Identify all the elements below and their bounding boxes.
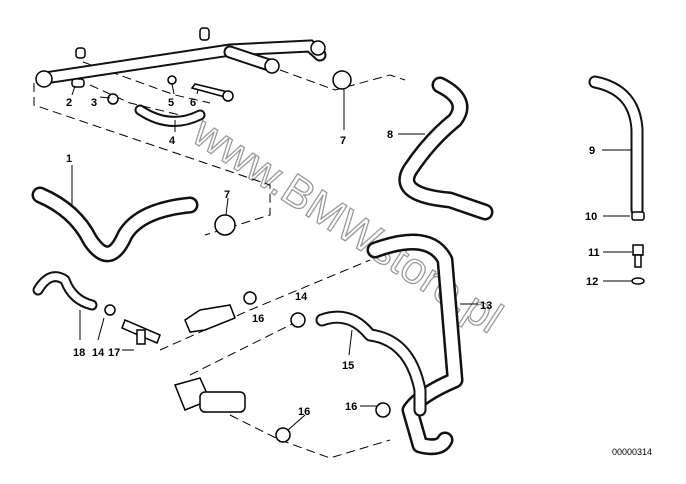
callout-6: 6 xyxy=(190,97,196,109)
part-2-coolant-pipe xyxy=(35,27,327,88)
callout-3: 3 xyxy=(91,97,97,109)
callout-16: 16 xyxy=(298,406,310,418)
part-17-t-piece xyxy=(104,304,161,345)
part-9-hose xyxy=(588,75,644,217)
callout-15: 15 xyxy=(342,360,354,372)
fittings-10-12 xyxy=(631,211,645,285)
callout-5: 5 xyxy=(168,97,174,109)
leader-lines xyxy=(71,83,632,431)
callout-14: 14 xyxy=(295,291,308,303)
callout-9: 9 xyxy=(589,145,595,157)
part-4-hose xyxy=(134,104,206,127)
callout-1: 1 xyxy=(66,153,72,165)
callout-14: 14 xyxy=(92,347,105,359)
callout-13: 13 xyxy=(480,300,492,312)
callout-11: 11 xyxy=(588,247,600,259)
callout-labels: 1 2 3 4 5 6 7 7 8 9 10 11 12 13 14 14 15… xyxy=(66,97,600,418)
callout-10: 10 xyxy=(585,211,597,223)
callout-17: 17 xyxy=(108,347,120,359)
callout-7: 7 xyxy=(340,135,346,147)
part-13-hose xyxy=(366,233,464,456)
callout-4: 4 xyxy=(169,135,176,147)
callout-7: 7 xyxy=(224,189,230,201)
clamps-and-bolts xyxy=(107,70,352,236)
callout-18: 18 xyxy=(73,347,85,359)
callout-8: 8 xyxy=(387,129,393,141)
callout-16: 16 xyxy=(252,313,264,325)
diagram-code: 00000314 xyxy=(612,447,652,457)
part-8-hose xyxy=(398,76,494,221)
part-15-hose xyxy=(315,310,427,417)
callout-2: 2 xyxy=(66,97,72,109)
flange-fittings xyxy=(173,291,391,443)
callout-12: 12 xyxy=(586,276,598,288)
part-18-hose xyxy=(32,271,98,311)
callout-16: 16 xyxy=(345,401,357,413)
part-1-hose xyxy=(31,186,199,263)
